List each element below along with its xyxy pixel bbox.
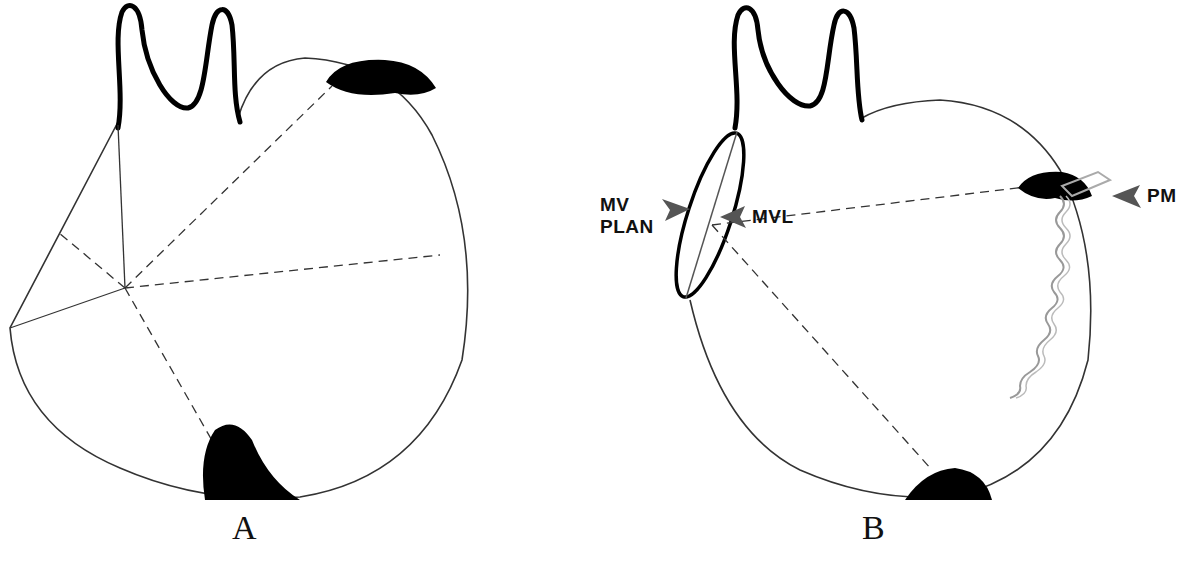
- papillary-muscle: [203, 424, 300, 500]
- axis-line: [10, 288, 125, 328]
- part-label: MV PLAN: [600, 194, 658, 238]
- panel-letter: A: [232, 508, 257, 547]
- callout-arrow: [720, 206, 746, 228]
- axis-line: [58, 232, 125, 288]
- aorta: [734, 8, 862, 128]
- axis-line: [712, 225, 932, 470]
- mitral-ring: [663, 126, 758, 303]
- callout-arrow: [1112, 185, 1141, 208]
- axis-line: [125, 255, 440, 288]
- papillary-muscle: [905, 468, 992, 500]
- heart-a: [10, 6, 468, 500]
- callout-arrow: [662, 199, 690, 221]
- heart-outline: [690, 100, 1091, 497]
- axis-line: [118, 125, 125, 288]
- chordae: [1062, 172, 1110, 196]
- chordae: [1010, 196, 1064, 398]
- heart-b: [662, 8, 1141, 500]
- part-label: PM: [1147, 185, 1177, 207]
- papillary-muscle: [326, 60, 436, 95]
- axis-line: [125, 86, 332, 288]
- papillary-muscle: [1018, 172, 1092, 201]
- part-label: MVL: [752, 206, 794, 228]
- panel-letter: B: [862, 508, 885, 547]
- aorta: [118, 6, 240, 128]
- chordae: [1016, 196, 1070, 398]
